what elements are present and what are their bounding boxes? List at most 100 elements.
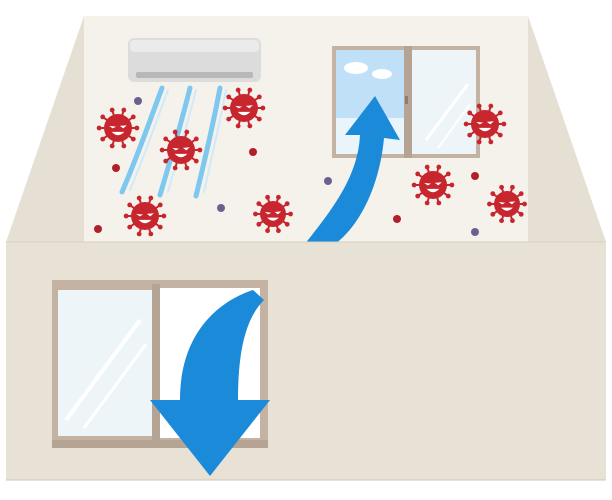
virus-spike-tip [256,201,262,207]
virus-eye [434,182,442,186]
lower-window-divider [152,284,160,444]
virus-eye [424,182,432,186]
virus-spike-tip [436,164,442,170]
virus-spike-tip [497,132,503,138]
virus-spike-tip [172,165,178,171]
virus-spike-tip [197,147,203,153]
virus-spike-tip [100,114,106,120]
virus-spike-tip [518,191,524,197]
virus-spike-tip [436,200,442,206]
airflow-stream-3 [193,85,223,199]
particle-dot [471,172,479,180]
virus-spike-tip [130,136,136,142]
virus-icon [463,103,507,145]
particle-dot [94,225,102,233]
virus-body [419,171,447,199]
virus-eye [146,213,154,217]
virus-spike-tip [488,103,494,109]
virus-spike-tip [100,136,106,142]
virus-spike-tip [276,194,281,200]
virus-spike-tip [222,105,228,111]
virus-spike-tip [499,218,504,224]
virus-spike-tip [463,121,469,127]
virus-spike-tip [134,125,140,131]
virus-spike-tip [163,136,169,142]
cloud-icon [372,69,392,79]
window-glare [64,318,142,422]
virus-spike-tip [109,107,115,113]
virus-spike-tip [184,129,190,135]
virus-spike-tip [96,125,102,131]
particle-dot [324,177,332,185]
right-side-wall [528,16,606,244]
virus-spike-tip [518,211,524,217]
upper-window [332,46,480,158]
virus-spike-tip [159,147,165,153]
virus-spike-tip [184,165,190,171]
virus-spike-tip [411,182,417,188]
virus-spike-tip [235,87,241,93]
virus-body [260,201,286,227]
airflow-stream-1 [119,85,165,195]
virus-spike-tip [148,195,154,201]
virus-spike-tip [256,116,262,122]
virus-eye [486,121,494,125]
left-side-wall [6,16,84,244]
virus-icon [96,107,140,149]
airflow-stream-light-1 [129,89,169,191]
window-glare [437,103,471,149]
virus-spike-tip [499,184,504,190]
virus-eye [109,125,117,129]
virus-mouth [426,188,440,193]
virus-spike-tip [445,171,451,177]
virus-spike-tip [260,105,266,111]
virus-spike-tip [235,123,241,129]
window-glare [82,343,148,429]
virus-spike-tip [136,195,142,201]
virus-spike-tip [172,129,178,135]
virus-spike-tip [265,194,270,200]
virus-spike-tip [424,200,430,206]
virus-spike-tip [424,164,430,170]
virus-spike-tip [449,182,455,188]
virus-mouth [138,219,152,224]
particle-dot [249,148,257,156]
virus-eye [498,202,506,205]
window-handle [405,96,408,104]
virus-spike-tip [415,171,421,177]
particle-dot [393,215,401,223]
virus-spike-tip [226,94,232,100]
particle-dot [471,228,479,236]
virus-spike-tip [193,136,199,142]
virus-spike-tip [490,191,496,197]
virus-spike-tip [490,211,496,217]
particle-dot [134,97,142,105]
virus-spike-tip [256,221,262,227]
upper-window-closed-pane [412,50,476,154]
virus-icon [253,194,293,234]
virus-spike-tip [136,231,142,237]
virus-spike-tip [127,224,133,230]
virus-eye [508,201,516,205]
virus-body [471,110,499,138]
virus-body [131,202,159,230]
virus-eye [136,213,144,217]
virus-mouth [237,111,251,116]
virus-spike-tip [415,193,421,199]
virus-spike-tip [193,158,199,164]
virus-spike-tip [476,103,482,109]
virus-spike-tip [123,213,129,219]
virus-spike-tip [522,201,527,207]
virus-body [167,136,195,164]
window-glare [424,83,470,141]
virus-icon [487,184,527,224]
virus-mouth [267,217,279,221]
virus-mouth [501,207,513,211]
particle-dot [217,204,225,212]
cloud-icon [344,62,368,74]
virus-icon [411,164,455,206]
virus-spike-tip [161,213,167,219]
virus-spike-tip [163,158,169,164]
virus-spike-tip [247,123,253,129]
virus-spike-tip [284,221,290,227]
